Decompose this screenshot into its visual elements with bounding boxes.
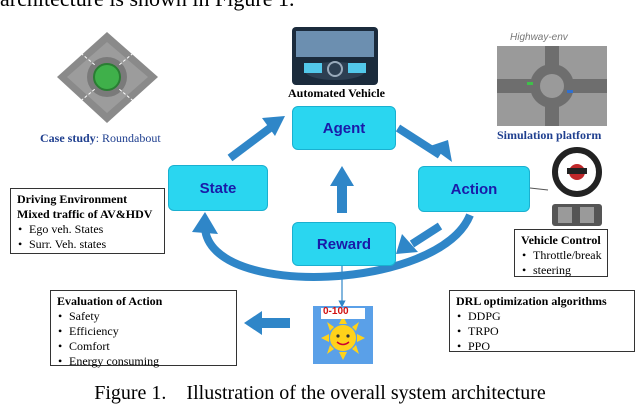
vehicle-control-item: steering bbox=[522, 263, 601, 278]
steering-wheel-pedals-image bbox=[552, 147, 602, 226]
drl-algorithm-item: DDPG bbox=[457, 309, 628, 324]
reward-to-agent-shaft bbox=[337, 185, 347, 213]
figure-caption: Figure 1. Illustration of the overall sy… bbox=[94, 382, 546, 404]
reward-score-sun-image bbox=[313, 306, 373, 364]
simulation-screenshot bbox=[497, 46, 607, 126]
action-to-wheel-line bbox=[529, 187, 549, 191]
simulation-platform-label: Simulation platform bbox=[497, 128, 602, 142]
case-study-label: Case study: Roundabout bbox=[40, 131, 161, 145]
vehicle-control-item: Throttle/break bbox=[522, 248, 602, 263]
automated-vehicle-image bbox=[292, 27, 378, 85]
evaluation-item: Efficiency bbox=[58, 324, 230, 339]
driving-environment-title: Driving Environment bbox=[17, 192, 128, 206]
score-to-evaluation-shaft bbox=[258, 318, 290, 328]
header-text-fragment: architecture is shown in Figure 1. bbox=[0, 0, 295, 12]
evaluation-item: Comfort bbox=[58, 339, 230, 354]
reward-score-label: 0-100 bbox=[323, 306, 349, 317]
cycle-arc-head bbox=[192, 212, 218, 234]
highway-env-label: Highway-env bbox=[510, 32, 568, 43]
drl-algorithm-item: PPO bbox=[457, 339, 628, 354]
evaluation-item: Energy consuming bbox=[58, 354, 230, 369]
automated-vehicle-label: Automated Vehicle bbox=[288, 86, 385, 100]
state-node: State bbox=[168, 165, 268, 211]
drl-algorithm-item: TRPO bbox=[457, 324, 628, 339]
driving-environment-item: Surr. Veh. states bbox=[18, 237, 158, 252]
reward-to-agent-head bbox=[330, 166, 354, 186]
state-to-agent-arrow bbox=[227, 124, 273, 162]
drl-algorithms-box: DRL optimization algorithms DDPG TRPO PP… bbox=[449, 290, 635, 354]
agent-to-action-arrow bbox=[395, 124, 443, 159]
evaluation-title: Evaluation of Action bbox=[57, 294, 163, 308]
driving-environment-subtitle: Mixed traffic of AV&HDV bbox=[17, 207, 153, 221]
score-to-evaluation-head bbox=[244, 311, 262, 335]
drl-algorithms-title: DRL optimization algorithms bbox=[456, 294, 607, 308]
driving-environment-item: Ego veh. States bbox=[18, 222, 158, 237]
evaluation-item: Safety bbox=[58, 309, 230, 324]
agent-to-action-head bbox=[430, 140, 452, 162]
agent-node: Agent bbox=[292, 106, 396, 150]
action-node: Action bbox=[418, 166, 530, 212]
roundabout-illustration bbox=[57, 32, 158, 123]
evaluation-box: Evaluation of Action Safety Efficiency C… bbox=[50, 290, 237, 369]
reward-node: Reward bbox=[292, 222, 396, 266]
vehicle-control-title: Vehicle Control bbox=[521, 233, 601, 247]
vehicle-control-box: Vehicle Control Throttle/break steering bbox=[514, 229, 608, 278]
state-to-agent-head bbox=[262, 116, 285, 136]
action-to-reward-arrow bbox=[409, 222, 443, 248]
cycle-arc bbox=[201, 213, 474, 281]
driving-environment-box: Driving Environment Mixed traffic of AV&… bbox=[10, 188, 165, 254]
action-to-reward-head bbox=[396, 234, 418, 254]
